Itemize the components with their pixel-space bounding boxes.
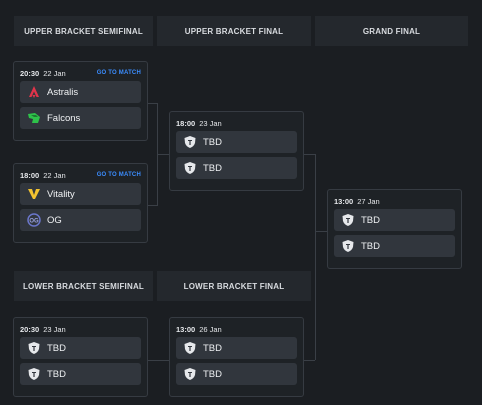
match-date: 27 Jan (357, 196, 380, 206)
match-time: 18:00 (176, 118, 196, 128)
connector-ub-sf1 (147, 103, 157, 104)
tbd-shield-icon (183, 135, 197, 149)
connector-gf-vertical (315, 154, 316, 360)
match-card-grand-final[interactable]: 13:00 27 Jan TBD TBD (327, 189, 462, 269)
header-grand-final: GRAND FINAL (315, 16, 468, 46)
team-name: Astralis (47, 86, 79, 98)
match-meta: 18:00 23 Jan (176, 118, 297, 128)
astralis-logo-icon (27, 85, 41, 99)
match-meta: 13:00 26 Jan (176, 324, 297, 334)
tbd-shield-icon (183, 367, 197, 381)
team-name: Vitality (47, 188, 75, 200)
team-row-tbd[interactable]: TBD (176, 131, 297, 153)
header-lower-bracket-final: LOWER BRACKET FINAL (157, 271, 311, 301)
header-upper-bracket-final: UPPER BRACKET FINAL (157, 16, 311, 46)
team-row-og[interactable]: OG OG (20, 209, 141, 231)
tbd-shield-icon (341, 213, 355, 227)
team-name: TBD (361, 240, 380, 252)
og-logo-icon: OG (27, 213, 41, 227)
match-meta: 18:00 22 Jan GO TO MATCH (20, 170, 141, 180)
team-name: TBD (203, 342, 222, 354)
team-row-falcons[interactable]: Falcons (20, 107, 141, 129)
tbd-shield-icon (27, 341, 41, 355)
connector-ub-to-final (157, 154, 169, 155)
match-meta: 20:30 22 Jan GO TO MATCH (20, 68, 141, 78)
match-card-ub-semifinal-1[interactable]: 20:30 22 Jan GO TO MATCH Astralis Falcon… (13, 61, 148, 141)
match-card-lb-final[interactable]: 13:00 26 Jan TBD TBD (169, 317, 304, 397)
match-time: 20:30 (20, 324, 40, 334)
match-time: 13:00 (176, 324, 196, 334)
vitality-logo-icon (27, 187, 41, 201)
team-name: TBD (47, 368, 66, 380)
match-date: 22 Jan (43, 68, 66, 78)
team-row-tbd[interactable]: TBD (176, 337, 297, 359)
team-name: TBD (361, 214, 380, 226)
tbd-shield-icon (183, 161, 197, 175)
header-upper-bracket-semifinal: UPPER BRACKET SEMIFINAL (14, 16, 153, 46)
match-card-ub-semifinal-2[interactable]: 18:00 22 Jan GO TO MATCH Vitality OG OG (13, 163, 148, 243)
team-name: Falcons (47, 112, 81, 124)
match-meta: 20:30 23 Jan (20, 324, 141, 334)
match-date: 26 Jan (199, 324, 222, 334)
team-name: TBD (203, 162, 222, 174)
match-date: 22 Jan (43, 170, 66, 180)
match-date: 23 Jan (199, 118, 222, 128)
tbd-shield-icon (27, 367, 41, 381)
team-row-vitality[interactable]: Vitality (20, 183, 141, 205)
team-row-astralis[interactable]: Astralis (20, 81, 141, 103)
connector-ub-sf2 (147, 205, 157, 206)
connector-to-grand-final (315, 231, 328, 232)
connector-lbf-out (303, 360, 315, 361)
team-name: TBD (203, 136, 222, 148)
team-row-tbd[interactable]: TBD (334, 209, 455, 231)
team-name: TBD (47, 342, 66, 354)
match-time: 18:00 (20, 170, 40, 180)
tbd-shield-icon (341, 239, 355, 253)
svg-text:OG: OG (29, 219, 39, 225)
go-to-match-link[interactable]: GO TO MATCH (96, 172, 141, 178)
match-time: 13:00 (334, 196, 354, 206)
match-date: 23 Jan (43, 324, 66, 334)
match-card-ub-final[interactable]: 18:00 23 Jan TBD TBD (169, 111, 304, 191)
connector-lb-sf-to-final (147, 360, 169, 361)
team-row-tbd[interactable]: TBD (20, 363, 141, 385)
team-name: OG (47, 214, 62, 226)
match-meta: 13:00 27 Jan (334, 196, 455, 206)
team-name: TBD (203, 368, 222, 380)
go-to-match-link[interactable]: GO TO MATCH (96, 70, 141, 76)
team-row-tbd[interactable]: TBD (334, 235, 455, 257)
connector-ubf-out (303, 154, 315, 155)
match-card-lb-semifinal[interactable]: 20:30 23 Jan TBD TBD (13, 317, 148, 397)
tbd-shield-icon (183, 341, 197, 355)
team-row-tbd[interactable]: TBD (176, 363, 297, 385)
team-row-tbd[interactable]: TBD (20, 337, 141, 359)
header-lower-bracket-semifinal: LOWER BRACKET SEMIFINAL (14, 271, 153, 301)
falcons-logo-icon (27, 111, 41, 125)
match-time: 20:30 (20, 68, 40, 78)
team-row-tbd[interactable]: TBD (176, 157, 297, 179)
